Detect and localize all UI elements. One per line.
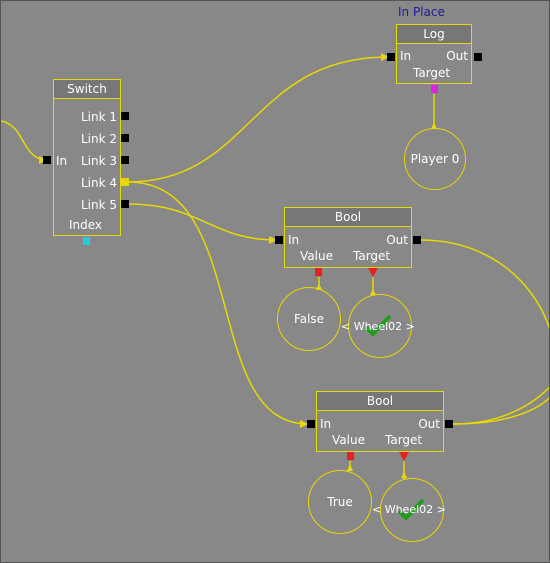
player-variable-label: Player 0 (410, 152, 460, 166)
wire-link4-to-log-in[interactable] (127, 56, 390, 183)
out-port-label: Out (386, 233, 408, 247)
bool1-target-variable[interactable] (348, 294, 412, 358)
in-port-label: In (56, 154, 68, 168)
node-comment: In Place (398, 5, 445, 19)
link-1-connector[interactable] (121, 112, 129, 120)
link-3-connector[interactable] (121, 156, 129, 164)
bool2-value-connector[interactable] (347, 452, 354, 460)
green-checkmark-icon (397, 498, 425, 521)
wire-bool1-out-offscreen[interactable] (420, 239, 550, 391)
in-port-label: In (320, 417, 332, 431)
player-variable[interactable]: Player 0 (404, 128, 466, 190)
arrowhead-icon (300, 420, 308, 428)
link-5-connector[interactable] (121, 200, 129, 208)
in-port-label: In (400, 49, 412, 63)
log-target-connector[interactable] (431, 85, 438, 93)
wire-link5-to-bool1-in[interactable] (127, 203, 278, 241)
object-variable-label: < Wheel02 > (372, 503, 446, 516)
switch-in-connector[interactable] (43, 156, 51, 164)
link-5-label: Link 5 (80, 198, 117, 212)
link-4-label: Link 4 (80, 176, 117, 190)
arrowhead-icon (401, 472, 407, 478)
wire-offscreen-to-switch-in[interactable] (1, 120, 48, 161)
bool1-value-variable[interactable]: False (277, 287, 341, 351)
target-port-label: Target (413, 66, 451, 80)
node-title: Switch (54, 80, 120, 99)
object-variable-label: < Wheel02 > (341, 320, 415, 333)
bool1-target-connector[interactable] (368, 268, 378, 277)
bool2-target-connector[interactable] (399, 452, 409, 461)
bool-node-2[interactable]: Bool In Out Value Target (316, 391, 444, 452)
node-title: Bool (285, 208, 411, 227)
arrowhead-icon (347, 464, 353, 471)
bool2-target-variable[interactable] (380, 478, 444, 542)
link-2-connector[interactable] (121, 134, 129, 142)
bool1-value-connector[interactable] (315, 268, 322, 276)
link-1-label: Link 1 (80, 110, 117, 124)
node-title: Log (397, 25, 471, 44)
link-3-label: Link 3 (80, 154, 117, 168)
arrowhead-icon (381, 53, 389, 61)
wire-link4-to-bool2-in[interactable] (127, 181, 309, 425)
bool1-out-connector[interactable] (413, 236, 421, 244)
node-title: Bool (317, 392, 443, 411)
arrowhead-icon (431, 122, 437, 129)
out-port-label: Out (418, 417, 440, 431)
target-port-label: Target (353, 249, 391, 263)
log-in-connector[interactable] (387, 53, 395, 61)
value-port-label: Value (300, 249, 333, 263)
green-checkmark-icon (364, 314, 392, 337)
arrowhead-icon (370, 289, 376, 295)
in-port-label: In (288, 233, 300, 247)
bool-node-1[interactable]: Bool In Out Value Target (284, 207, 412, 268)
bool2-value-variable[interactable]: True (308, 470, 372, 534)
wire-bool2-out-offscreen-a[interactable] (452, 386, 550, 425)
wire-bool2-out-offscreen-b[interactable] (452, 396, 550, 425)
bool1-in-connector[interactable] (275, 236, 283, 244)
target-port-label: Target (385, 433, 423, 447)
switch-node[interactable]: Switch Link 1 Link 2 In Link 3 Link 4 Li… (53, 79, 121, 236)
link-2-label: Link 2 (80, 132, 117, 146)
out-port-label: Out (446, 49, 468, 63)
value-port-label: Value (332, 433, 365, 447)
index-port-label: Index (69, 218, 103, 232)
bool2-in-connector[interactable] (307, 420, 315, 428)
index-connector[interactable] (83, 237, 90, 245)
log-out-connector[interactable] (474, 53, 482, 61)
bool-value-label: True (327, 495, 353, 509)
log-node[interactable]: Log In Out Target (396, 24, 472, 84)
arrowhead-icon (269, 236, 277, 244)
bool2-out-connector[interactable] (445, 420, 453, 428)
link-4-connector[interactable] (121, 178, 129, 186)
bool-value-label: False (293, 312, 325, 326)
